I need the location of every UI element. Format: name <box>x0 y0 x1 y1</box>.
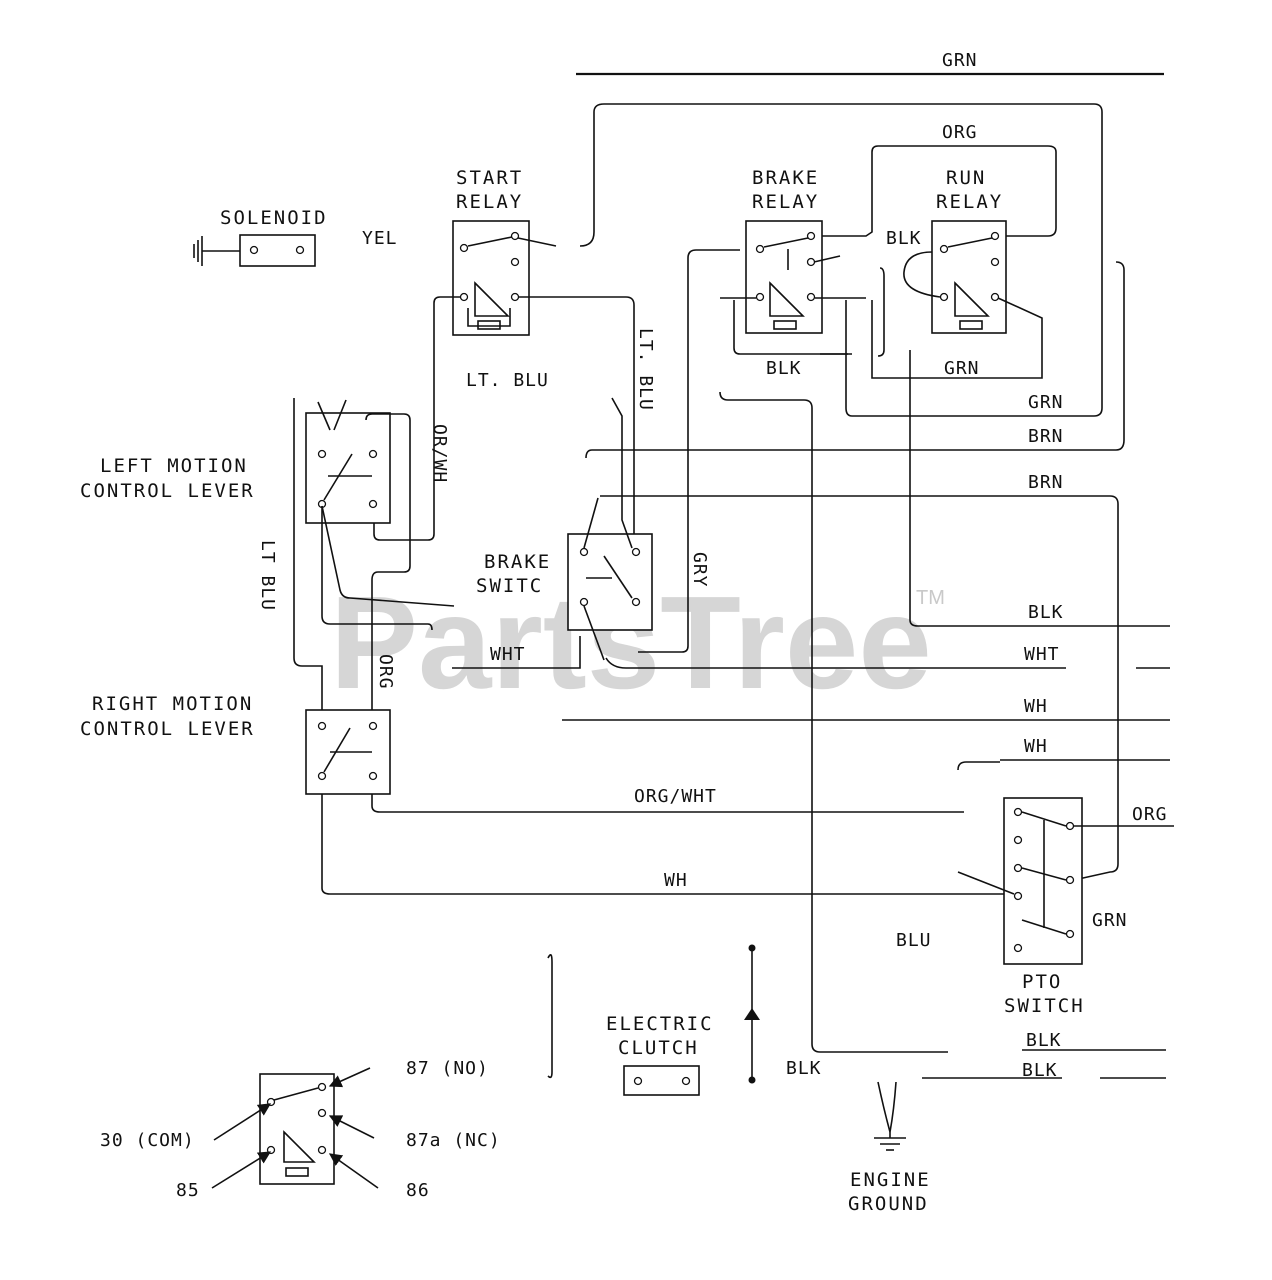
wire-brn-1: BRN <box>1028 426 1064 447</box>
wire-org-top: ORG <box>812 122 1057 237</box>
run-relay-label-1: RUN <box>946 167 986 189</box>
pto-switch-label-1: PTO <box>1022 971 1062 993</box>
wire-label-blk-run: BLK <box>886 228 922 249</box>
run-relay: RUN RELAY BLK GRN <box>871 167 1043 379</box>
wire-label-wh-1: WH <box>1024 696 1048 717</box>
wire-label-blk-low2: BLK <box>1022 1060 1058 1081</box>
wire-loop-top <box>579 103 1103 417</box>
legend-30: 30 (COM) <box>100 1130 195 1151</box>
electric-clutch-label-1: ELECTRIC <box>606 1013 714 1035</box>
wire-label-brn-2: BRN <box>1028 472 1064 493</box>
brake-switch-label-2: SWITC <box>476 575 543 597</box>
wire-label-gry: GRY <box>689 552 710 588</box>
wire-label-org-wht: ORG/WHT <box>634 786 717 807</box>
wire-label-lt-blu-h: LT. BLU <box>466 370 549 391</box>
legend-85: 85 <box>176 1180 200 1201</box>
wire-label-blk-clutch: BLK <box>786 1058 822 1079</box>
wire-grn-mid: GRN <box>1028 392 1064 413</box>
legend-87: 87 (NO) <box>406 1058 489 1079</box>
brake-relay-label-2: RELAY <box>752 191 819 213</box>
solenoid: SOLENOID YEL <box>193 207 398 267</box>
wire-label-or-wh: OR/WH <box>429 424 450 483</box>
wire-label-yel: YEL <box>362 228 398 249</box>
brake-switch-label-1: BRAKE <box>484 551 551 573</box>
left-motion-control-lever: LEFT MOTION CONTROL LEVER OR/WH LT BLU <box>80 398 1016 895</box>
brake-relay: BRAKE RELAY BLK <box>720 167 866 379</box>
engine-ground: ENGINE GROUND <box>848 1081 931 1215</box>
start-relay-label-2: RELAY <box>456 191 523 213</box>
wire-label-wht-2: WHT <box>1024 644 1060 665</box>
engine-ground-label-2: GROUND <box>848 1193 929 1215</box>
run-relay-label-2: RELAY <box>936 191 1003 213</box>
left-lever-label-2: CONTROL LEVER <box>80 480 255 502</box>
watermark-trademark: TM <box>916 587 945 609</box>
start-relay-label-1: START <box>456 167 523 189</box>
wire-wh-2: WH <box>957 736 1170 771</box>
wire-grn-top: GRN <box>576 50 1164 76</box>
wire-label-blk-brake: BLK <box>766 358 802 379</box>
wire-label-blu: BLU <box>896 930 932 951</box>
left-lever-label-1: LEFT MOTION <box>100 455 248 477</box>
engine-ground-label-1: ENGINE <box>850 1169 931 1191</box>
wire-label-grn-pto: GRN <box>1092 910 1128 931</box>
start-relay: START RELAY <box>452 167 557 336</box>
solenoid-label: SOLENOID <box>220 207 328 229</box>
brake-relay-label-1: BRAKE <box>752 167 819 189</box>
wire-label-grn-top: GRN <box>942 50 978 71</box>
brake-switch: BRAKE SWITC GRY WHT <box>452 397 710 669</box>
wire-label-blk-mid: BLK <box>1028 602 1064 623</box>
wire-label-lt-blu-v: LT. BLU <box>635 328 656 411</box>
legend-87a: 87a (NC) <box>406 1130 501 1151</box>
wire-label-wht-1: WHT <box>490 644 526 665</box>
electric-clutch-label-2: CLUTCH <box>618 1037 699 1059</box>
pto-switch-label-2: SWITCH <box>1004 995 1085 1017</box>
right-motion-control-lever: RIGHT MOTION CONTROL LEVER ORG ORG/WHT W… <box>80 654 717 891</box>
pto-switch: PTO SWITCH ORG GRN BLU <box>896 797 1174 1017</box>
wire-label-wh-3: WH <box>664 870 688 891</box>
wire-wht: WHT <box>605 644 1170 669</box>
wire-label-grn-mid: GRN <box>1028 392 1064 413</box>
wire-label-wh-2: WH <box>1024 736 1048 757</box>
wire-blk-mid: BLK <box>1028 602 1064 623</box>
right-lever-label-2: CONTROL LEVER <box>80 718 255 740</box>
relay-pin-legend: 87 (NO) 30 (COM) 87a (NC) 85 86 <box>100 1058 501 1201</box>
right-lever-label-1: RIGHT MOTION <box>92 693 253 715</box>
legend-86: 86 <box>406 1180 430 1201</box>
wire-label-org-right: ORG <box>1132 804 1168 825</box>
wire-label-brn-1: BRN <box>1028 426 1064 447</box>
wire-label-blk-low1: BLK <box>1026 1030 1062 1051</box>
electric-clutch: ELECTRIC CLUTCH BLK <box>547 944 822 1096</box>
wire-brn-2: BRN <box>600 472 1119 881</box>
wire-label-org-top: ORG <box>942 122 978 143</box>
wire-label-lt-blu-left: LT BLU <box>257 540 278 611</box>
wire-label-org-v: ORG <box>375 654 396 690</box>
wire-label-grn-run: GRN <box>944 358 980 379</box>
wire-wh-1: WH <box>562 696 1170 721</box>
